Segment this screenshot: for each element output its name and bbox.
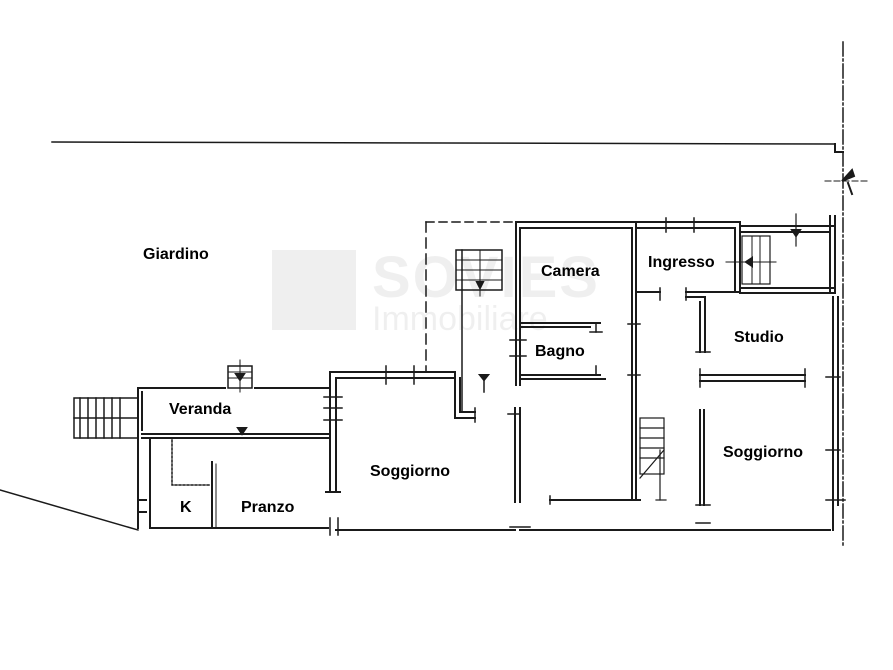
soggiorno-center-walls <box>323 221 521 536</box>
interior-stairs <box>639 417 667 501</box>
room-label-pranzo: Pranzo <box>241 499 295 516</box>
room-label-studio: Studio <box>734 329 784 346</box>
room-label-bagno: Bagno <box>535 343 585 360</box>
camera-bagno-walls <box>509 221 831 531</box>
room-label-ingresso: Ingresso <box>648 254 715 271</box>
property-boundary <box>0 41 869 546</box>
veranda-stairs <box>73 397 139 439</box>
room-label-camera: Camera <box>541 263 600 280</box>
room-label-kitchen: K <box>180 499 192 516</box>
room-label-soggiorno-center: Soggiorno <box>370 463 450 480</box>
kitchen-pranzo-walls <box>137 439 329 529</box>
veranda-walls <box>137 359 331 529</box>
north-arrow-icon <box>841 168 856 196</box>
room-label-giardino: Giardino <box>143 246 209 263</box>
ingresso-walls <box>635 213 836 301</box>
room-label-veranda: Veranda <box>169 401 232 418</box>
studio-soggiorno-walls <box>685 296 846 531</box>
room-label-soggiorno-right: Soggiorno <box>723 444 803 461</box>
